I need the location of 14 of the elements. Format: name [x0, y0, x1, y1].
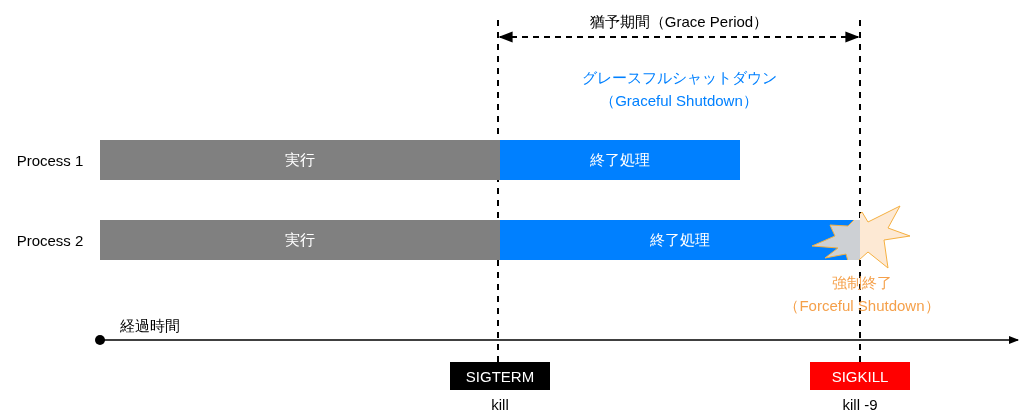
signal-box: SIGTERM — [450, 362, 550, 390]
annotation-text: 強制終了（Forceful Shutdown） — [784, 273, 940, 316]
row-label: Process 1 — [16, 151, 84, 171]
shutdown-bar: 終了処理 — [500, 140, 740, 180]
dimension-label: 猶予期間（Grace Period） — [589, 12, 769, 32]
command-label: kill — [491, 395, 509, 415]
axis-label: 経過時間 — [120, 316, 180, 336]
row-label: Process 2 — [16, 231, 84, 251]
signal-box: SIGKILL — [810, 362, 910, 390]
annotation-text: グレースフルシャットダウン（Graceful Shutdown） — [581, 68, 777, 111]
shutdown-bar: 終了処理 — [500, 220, 860, 260]
run-bar: 実行 — [100, 140, 500, 180]
command-label: kill -9 — [842, 395, 878, 415]
run-bar: 実行 — [100, 220, 500, 260]
